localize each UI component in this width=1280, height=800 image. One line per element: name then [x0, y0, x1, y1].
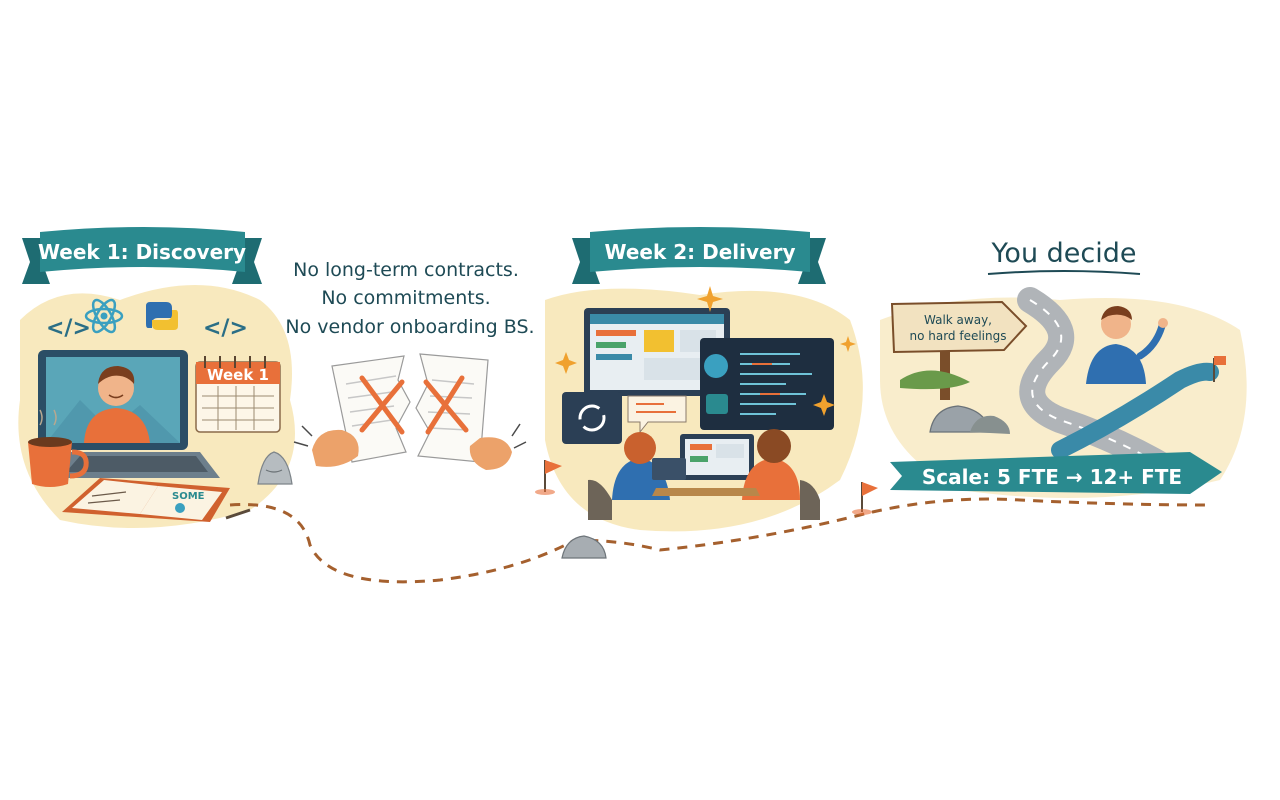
- desk: [652, 488, 760, 496]
- rock-marker: [561, 535, 607, 559]
- notebook-icon: SOME: [62, 478, 251, 522]
- sign-line1: Walk away,: [924, 313, 992, 327]
- statement-line2: No commitments.: [321, 287, 490, 309]
- person-on-call-avatar: [84, 366, 150, 443]
- grass-tuft: [900, 370, 970, 390]
- react-icon: [84, 298, 124, 334]
- week2-banner: Week 2: Delivery: [572, 227, 826, 284]
- scale-banner: Scale: 5 FTE → 12+ FTE: [890, 452, 1222, 494]
- svg-text:</>: </>: [46, 316, 91, 341]
- title-underline: [987, 270, 1141, 275]
- coffee-mug-icon: [28, 409, 89, 487]
- boulder-icon: [929, 405, 1010, 434]
- teal-road: [1051, 362, 1219, 459]
- waving-person-avatar: [1086, 306, 1168, 384]
- statement-line3: No vendor onboarding BS.: [285, 316, 534, 338]
- flag-marker: [535, 460, 562, 495]
- sparkle-icons: [555, 286, 856, 416]
- code-editor-window: [700, 338, 834, 430]
- team-monitor: [680, 434, 754, 480]
- svg-text:</>: </>: [203, 316, 248, 341]
- flag-marker: [1213, 356, 1226, 382]
- notebook-text: SOME: [172, 491, 205, 502]
- python-icon: [146, 302, 178, 330]
- calendar-label: Week 1: [207, 366, 269, 384]
- sign-line2: no hard feelings: [909, 329, 1006, 343]
- week2-banner-text: Week 2: Delivery: [605, 240, 796, 264]
- calendar-icon: Week 1: [195, 356, 281, 433]
- sync-panel: [562, 392, 622, 444]
- decide-title: You decide: [991, 238, 1137, 269]
- flag-marker: [852, 482, 878, 515]
- chat-bubble-icon: [627, 395, 687, 434]
- week1-banner-text: Week 1: Discovery: [38, 240, 246, 264]
- rock-marker: [257, 451, 293, 485]
- code-icon: </>: [46, 316, 91, 341]
- journey-dashed-path: [229, 497, 1211, 584]
- no-contracts-statement: No long-term contracts. No commitments. …: [285, 259, 534, 338]
- statement-line1: No long-term contracts.: [293, 259, 519, 281]
- week1-banner: Week 1: Discovery: [22, 227, 262, 284]
- scale-banner-text: Scale: 5 FTE → 12+ FTE: [922, 465, 1182, 489]
- torn-contract-icon: [293, 353, 527, 470]
- code-icon: </>: [203, 316, 248, 341]
